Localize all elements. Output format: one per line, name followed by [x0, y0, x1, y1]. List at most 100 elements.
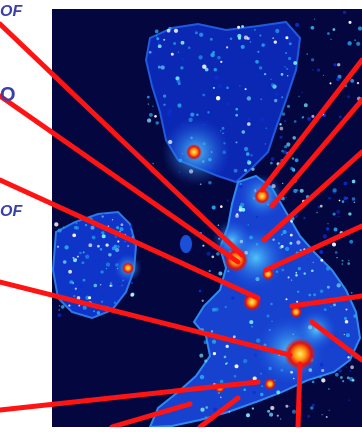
population-dot	[226, 86, 229, 90]
population-dot	[319, 204, 323, 208]
population-dot	[198, 55, 203, 60]
population-dot	[149, 113, 153, 117]
population-dot	[290, 279, 293, 281]
population-dot	[246, 96, 252, 101]
population-dot	[316, 68, 321, 72]
population-dot	[337, 74, 342, 79]
population-dot	[282, 229, 287, 235]
population-dot	[233, 168, 238, 173]
population-dot	[318, 375, 322, 379]
population-dot	[279, 418, 282, 420]
population-dot	[76, 255, 79, 258]
population-dot	[284, 145, 288, 149]
population-dot	[88, 243, 93, 248]
population-dot	[209, 37, 213, 41]
population-dot	[213, 68, 217, 72]
population-dot	[206, 251, 211, 256]
population-dot	[297, 267, 301, 271]
population-dot	[333, 303, 336, 307]
population-dot	[348, 20, 352, 24]
landmass-isle-of-man	[180, 235, 192, 253]
population-dot	[350, 365, 354, 370]
population-dot	[201, 299, 204, 302]
population-dot	[287, 56, 292, 61]
population-dot	[289, 233, 293, 237]
population-dot	[353, 201, 356, 204]
population-dot	[93, 310, 96, 313]
population-dot	[295, 271, 298, 274]
population-dot	[255, 59, 259, 64]
population-dot	[325, 227, 330, 231]
population-dot	[280, 73, 284, 76]
population-dot	[251, 325, 253, 328]
population-dot	[237, 25, 241, 29]
population-dot	[243, 359, 248, 364]
population-dot	[236, 213, 239, 216]
population-dot	[88, 296, 92, 300]
population-dot	[199, 353, 204, 358]
population-dot	[247, 117, 251, 121]
population-dot	[238, 207, 243, 212]
population-dot	[76, 296, 81, 300]
population-dot	[322, 74, 325, 77]
population-dot	[285, 404, 289, 408]
population-dot	[311, 58, 315, 62]
population-dot	[211, 255, 215, 259]
population-dot	[147, 103, 150, 105]
population-dot	[338, 115, 342, 119]
population-dot	[74, 287, 77, 290]
population-dot	[215, 96, 221, 101]
population-dot	[157, 65, 161, 69]
population-dot	[354, 39, 357, 42]
population-dot	[246, 413, 250, 418]
population-dot	[228, 411, 231, 413]
population-dot	[270, 157, 275, 161]
population-dot	[336, 77, 340, 81]
population-dot	[101, 231, 105, 235]
population-dot	[307, 258, 310, 261]
population-dot	[58, 309, 61, 311]
population-dot	[81, 261, 85, 265]
population-dot	[250, 154, 253, 157]
population-dot	[253, 28, 256, 31]
population-dot	[210, 330, 214, 333]
population-dot	[299, 188, 304, 193]
population-dot	[78, 307, 83, 312]
population-dot	[232, 335, 236, 339]
population-dot	[283, 150, 287, 155]
population-dot	[356, 41, 361, 46]
population-dot	[113, 301, 117, 304]
population-dot	[303, 216, 306, 220]
population-dot	[116, 226, 120, 230]
population-dot	[347, 95, 351, 99]
population-dot	[84, 223, 88, 227]
population-dot	[241, 25, 245, 28]
population-dot	[204, 67, 209, 72]
population-dot	[297, 290, 300, 293]
population-dot	[281, 112, 286, 116]
population-dot	[281, 149, 284, 153]
population-dot	[93, 283, 98, 288]
population-dot	[64, 245, 69, 250]
population-dot	[78, 304, 81, 307]
population-dot	[344, 319, 349, 324]
population-dot	[73, 294, 76, 298]
population-dot	[124, 240, 126, 243]
population-dot	[210, 52, 215, 58]
population-dot	[107, 225, 110, 228]
population-dot	[121, 284, 123, 287]
population-dot	[131, 236, 134, 238]
population-dot	[78, 292, 82, 296]
population-dot	[82, 305, 87, 310]
population-dot	[288, 405, 290, 407]
population-dot	[294, 158, 299, 163]
population-dot	[289, 241, 293, 245]
population-dot	[286, 142, 291, 147]
population-dot	[243, 388, 247, 392]
population-dot	[226, 102, 230, 106]
population-dot	[156, 37, 160, 41]
population-dot	[224, 362, 228, 365]
population-dot	[240, 44, 245, 49]
population-dot	[99, 248, 103, 251]
